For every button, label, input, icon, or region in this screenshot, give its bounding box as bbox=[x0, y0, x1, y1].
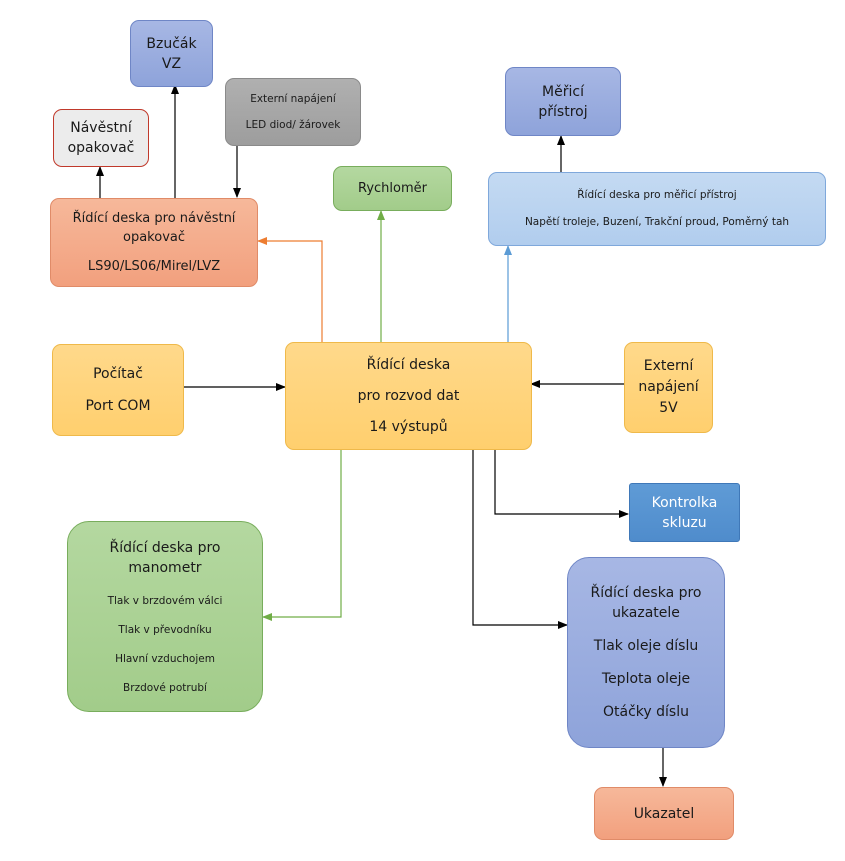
node-bzucak-line-1: Bzučák bbox=[146, 35, 197, 52]
node-ukazatel-line-1: Ukazatel bbox=[633, 805, 695, 822]
node-pocitac-line-1: Počítač bbox=[93, 366, 143, 382]
node-bzucak-line-2: VZ bbox=[161, 55, 182, 72]
node-ukazatel: Ukazatel bbox=[594, 787, 734, 840]
node-deska-ukazatele-line-5: Otáčky díslu bbox=[603, 704, 689, 720]
node-deska-manometr-line-2: manometr bbox=[128, 559, 202, 576]
node-deska-ukazatele: Řídící deska pro ukazatele Tlak oleje dí… bbox=[567, 557, 725, 748]
node-deska-navestni-line-1: Řídící deska pro návěstní bbox=[72, 211, 236, 226]
node-deska-manometr-heading: Řídící deska pro manometr bbox=[109, 538, 220, 578]
node-externi-5v-line-2: napájení bbox=[638, 379, 699, 395]
node-bzucak: Bzučák VZ bbox=[130, 20, 213, 87]
node-deska-navestni: Řídící deska pro návěstní opakovač LS90/… bbox=[50, 198, 258, 287]
node-kontrolka-line-2: skluzu bbox=[662, 514, 707, 531]
node-deska-merici-line-1: Řídící deska pro měřicí přístroj bbox=[577, 189, 737, 201]
node-rychlomer: Rychloměr bbox=[333, 166, 452, 211]
node-navestni-opakovac-line-1: Návěstní bbox=[70, 120, 132, 136]
node-deska-ukazatele-heading: Řídící deska pro ukazatele bbox=[590, 583, 701, 623]
node-navestni-opakovac: Návěstní opakovač bbox=[53, 109, 149, 167]
node-deska-rozvod-line-2: pro rozvod dat bbox=[357, 388, 460, 404]
node-deska-merici: Řídící deska pro měřicí přístroj Napětí … bbox=[488, 172, 826, 246]
node-deska-manometr-line-3: Tlak v brzdovém válci bbox=[107, 594, 223, 607]
node-externi-5v-line-3: 5V bbox=[659, 400, 678, 416]
node-deska-ukazatele-line-1: Řídící deska pro bbox=[590, 585, 702, 601]
node-deska-ukazatele-line-4: Teplota oleje bbox=[601, 671, 691, 687]
arrow-to-deska-navestni bbox=[257, 237, 323, 342]
node-merici-pristroj: Měřicí přístroj bbox=[505, 67, 621, 136]
node-deska-ukazatele-line-2: ukazatele bbox=[612, 605, 680, 621]
node-deska-manometr-line-4: Tlak v převodníku bbox=[118, 623, 212, 636]
node-deska-manometr-line-6: Brzdové potrubí bbox=[123, 681, 207, 694]
node-deska-rozvod-line-3: 14 výstupů bbox=[369, 419, 448, 435]
node-deska-manometr: Řídící deska pro manometr Tlak v brzdové… bbox=[67, 521, 263, 712]
node-deska-ukazatele-line-3: Tlak oleje díslu bbox=[593, 638, 699, 654]
node-kontrolka-line-1: Kontrolka bbox=[651, 494, 718, 511]
node-deska-manometr-line-1: Řídící deska pro bbox=[109, 539, 221, 556]
node-deska-navestni-line-3: LS90/LS06/Mirel/LVZ bbox=[87, 259, 221, 274]
node-kontrolka: Kontrolka skluzu bbox=[629, 483, 740, 542]
node-deska-merici-line-2: Napětí troleje, Buzení, Trakční proud, P… bbox=[524, 216, 790, 228]
arrow-to-kontrolka bbox=[494, 450, 629, 518]
node-merici-pristroj-line-2: přístroj bbox=[538, 103, 588, 120]
arrow-to-deska-manometr bbox=[262, 450, 342, 621]
node-deska-rozvod: Řídící deska pro rozvod dat 14 výstupů bbox=[285, 342, 532, 450]
node-externi-5v: Externí napájení 5V bbox=[624, 342, 713, 433]
node-rychlomer-line-1: Rychloměr bbox=[358, 181, 427, 196]
node-externi-led-line-2: LED diod/ žárovek bbox=[245, 118, 341, 131]
node-externi-led: Externí napájení LED diod/ žárovek bbox=[225, 78, 361, 146]
node-externi-led-line-1: Externí napájení bbox=[250, 92, 336, 105]
node-deska-manometr-line-5: Hlavní vzduchojem bbox=[115, 652, 215, 665]
node-deska-navestni-line-2: opakovač bbox=[123, 230, 185, 245]
node-navestni-opakovac-line-2: opakovač bbox=[67, 140, 135, 156]
node-deska-rozvod-line-1: Řídící deska bbox=[366, 357, 451, 373]
node-pocitac: Počítač Port COM bbox=[52, 344, 184, 436]
node-merici-pristroj-line-1: Měřicí bbox=[542, 83, 584, 100]
node-pocitac-line-2: Port COM bbox=[85, 398, 151, 414]
arrow-to-deska-ukazatele bbox=[472, 450, 568, 629]
node-externi-5v-line-1: Externí bbox=[643, 358, 694, 374]
